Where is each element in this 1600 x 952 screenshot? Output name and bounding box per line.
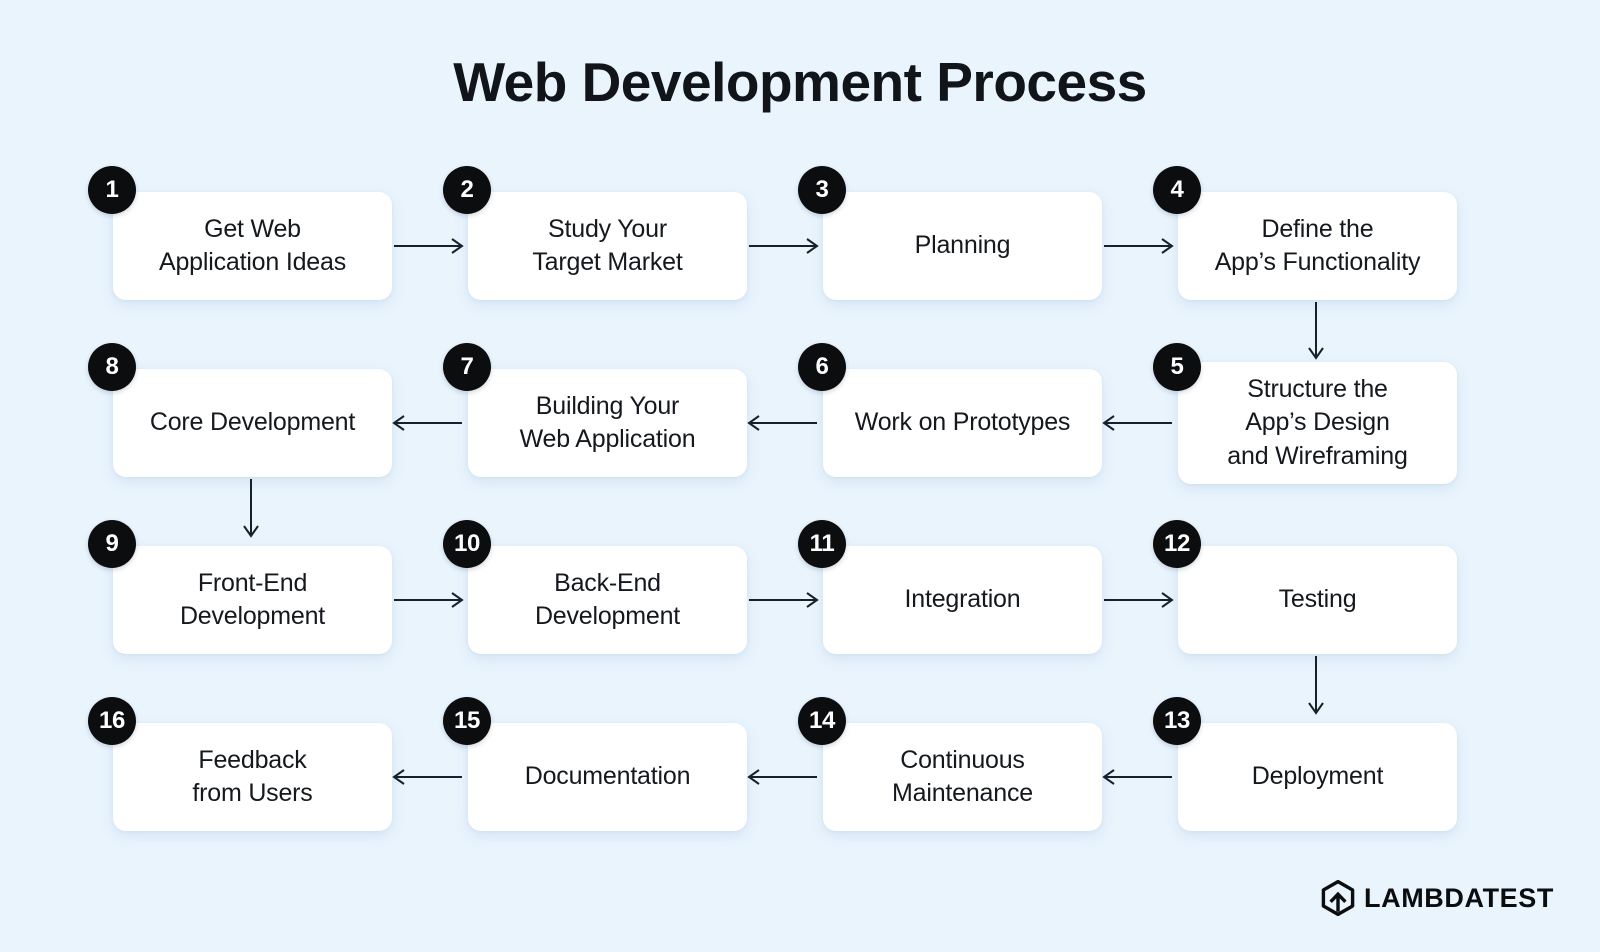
process-node[interactable]: Building Your Web Application — [468, 369, 747, 477]
step-badge: 4 — [1153, 166, 1201, 214]
process-node[interactable]: Structure the App’s Design and Wireframi… — [1178, 362, 1457, 484]
step-badge: 6 — [798, 343, 846, 391]
process-node-label: Deployment — [1251, 762, 1384, 791]
step-badge: 3 — [798, 166, 846, 214]
process-node-label: Define the App’s Functionality — [1214, 214, 1421, 277]
brand-logo: LAMBDATEST — [1321, 879, 1554, 917]
step-badge: 11 — [798, 520, 846, 568]
process-node[interactable]: Core Development — [113, 369, 392, 477]
process-node-label: Study Your Target Market — [532, 214, 683, 277]
process-node[interactable]: Planning — [823, 192, 1102, 300]
process-node-label: Get Web Application Ideas — [158, 214, 346, 277]
process-node-label: Work on Prototypes — [854, 408, 1071, 437]
step-badge: 7 — [443, 343, 491, 391]
process-node[interactable]: Deployment — [1178, 723, 1457, 831]
process-node-label: Planning — [914, 231, 1011, 260]
step-badge: 9 — [88, 520, 136, 568]
process-node-label: Documentation — [524, 762, 691, 791]
process-node-label: Back-End Development — [534, 568, 681, 631]
process-node[interactable]: Get Web Application Ideas — [113, 192, 392, 300]
process-node[interactable]: Feedback from Users — [113, 723, 392, 831]
page-title: Web Development Process — [453, 51, 1147, 113]
process-node-label: Continuous Maintenance — [892, 745, 1033, 808]
step-badge: 5 — [1153, 343, 1201, 391]
process-node[interactable]: Study Your Target Market — [468, 192, 747, 300]
step-badge: 2 — [443, 166, 491, 214]
process-node[interactable]: Work on Prototypes — [823, 369, 1102, 477]
step-badge: 12 — [1153, 520, 1201, 568]
brand-wordmark: LAMBDATEST — [1364, 882, 1554, 913]
process-node-label: Core Development — [149, 408, 356, 437]
step-badge: 8 — [88, 343, 136, 391]
process-node-label: Structure the App’s Design and Wireframi… — [1227, 374, 1408, 470]
process-node[interactable]: Front-End Development — [113, 546, 392, 654]
process-node-label: Integration — [904, 585, 1021, 614]
process-node[interactable]: Back-End Development — [468, 546, 747, 654]
lambdatest-hexagon-arrow-icon — [1321, 879, 1355, 917]
step-badge: 10 — [443, 520, 491, 568]
step-badge: 13 — [1153, 697, 1201, 745]
process-node[interactable]: Integration — [823, 546, 1102, 654]
process-node-label: Building Your Web Application — [519, 391, 696, 454]
process-node-label: Feedback from Users — [192, 745, 313, 808]
process-node-label: Testing — [1278, 585, 1357, 614]
step-badge: 16 — [88, 697, 136, 745]
step-badge: 15 — [443, 697, 491, 745]
process-node-label: Front-End Development — [179, 568, 326, 631]
process-node[interactable]: Continuous Maintenance — [823, 723, 1102, 831]
process-node[interactable]: Documentation — [468, 723, 747, 831]
step-badge: 1 — [88, 166, 136, 214]
process-node[interactable]: Define the App’s Functionality — [1178, 192, 1457, 300]
process-node[interactable]: Testing — [1178, 546, 1457, 654]
step-badge: 14 — [798, 697, 846, 745]
